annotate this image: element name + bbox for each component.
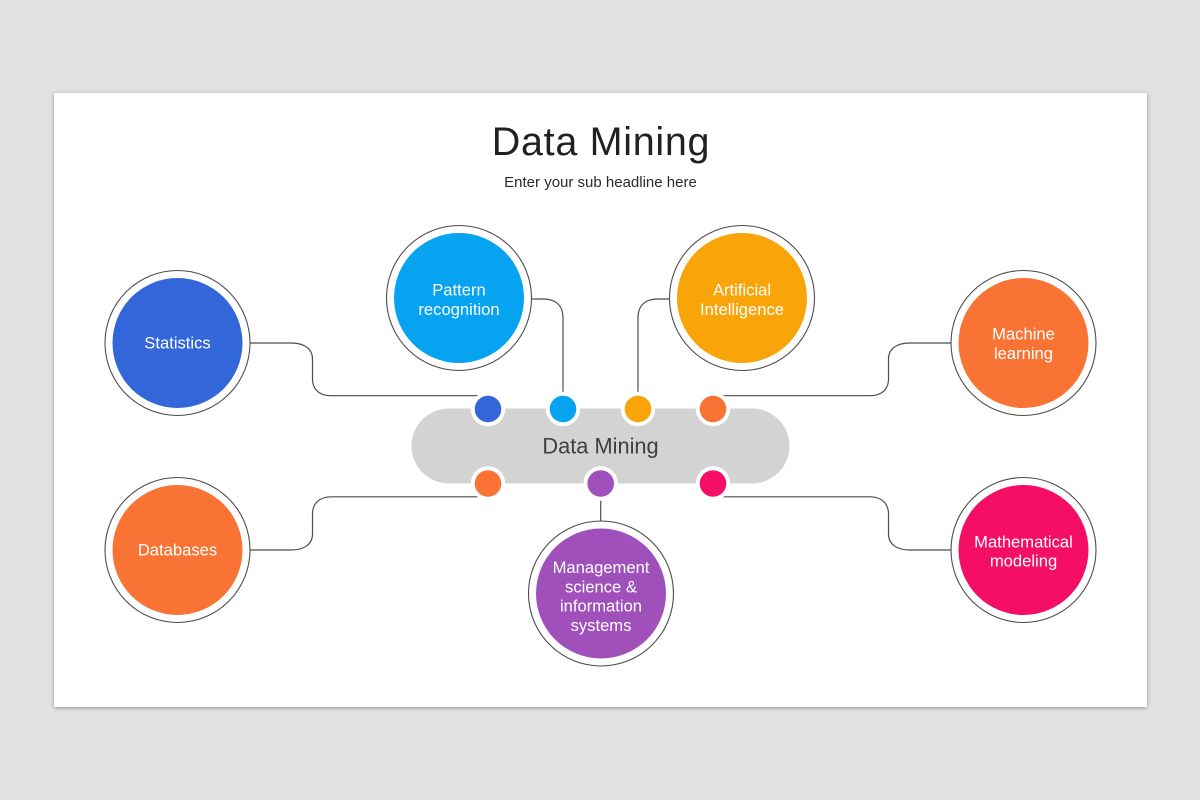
svg-text:Mathematical: Mathematical	[974, 532, 1073, 551]
svg-text:Management: Management	[553, 558, 650, 577]
svg-text:information: information	[560, 597, 642, 616]
svg-text:Pattern: Pattern	[432, 281, 486, 300]
svg-text:Data Mining: Data Mining	[542, 434, 658, 459]
svg-text:Statistics: Statistics	[144, 334, 210, 353]
svg-text:Data Mining: Data Mining	[492, 120, 710, 164]
svg-text:recognition: recognition	[418, 300, 499, 319]
svg-text:modeling: modeling	[990, 552, 1057, 571]
svg-text:Artificial: Artificial	[713, 281, 771, 300]
svg-text:Databases: Databases	[138, 540, 217, 559]
svg-text:Intelligence: Intelligence	[700, 300, 784, 319]
svg-text:systems: systems	[571, 616, 632, 635]
svg-text:learning: learning	[994, 344, 1053, 363]
svg-text:Machine: Machine	[992, 325, 1055, 344]
svg-text:Enter your sub headline here: Enter your sub headline here	[504, 174, 697, 191]
svg-text:science &: science &	[565, 577, 637, 596]
